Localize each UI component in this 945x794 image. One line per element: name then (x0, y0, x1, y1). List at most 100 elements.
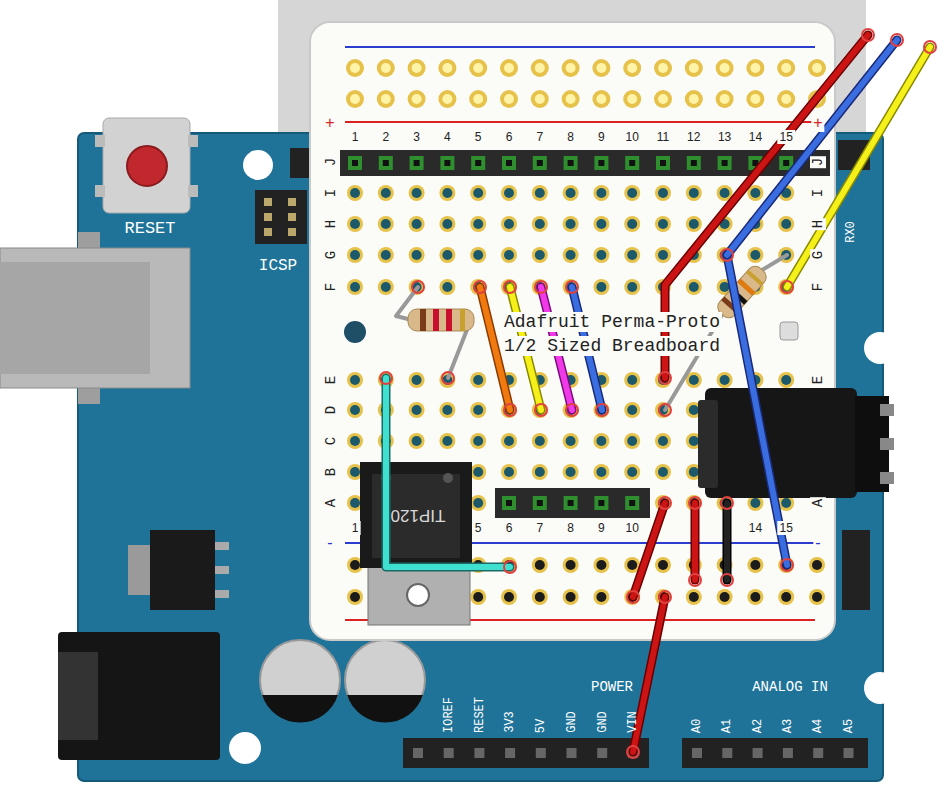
header-socket (625, 156, 639, 170)
rail-hole (812, 560, 822, 570)
hole (566, 250, 576, 260)
rail-hole (750, 63, 760, 73)
wire-end (566, 404, 578, 416)
dc-jack (58, 632, 220, 760)
hole (781, 219, 791, 229)
hole (566, 188, 576, 198)
column-number: 9 (596, 521, 607, 535)
header-socket (502, 496, 516, 510)
hole (350, 219, 360, 229)
column-number: 12 (685, 130, 702, 144)
pin (264, 198, 272, 206)
column-number: 15 (778, 130, 795, 144)
pin-name: A4 (812, 719, 824, 733)
wire-end (474, 281, 486, 293)
mount-hole (243, 150, 273, 180)
hole (596, 436, 606, 446)
rail-hole (747, 557, 763, 573)
hole (409, 372, 425, 388)
hole (532, 464, 548, 480)
row-letter: C (323, 435, 339, 447)
hole (473, 405, 483, 415)
hole (596, 250, 606, 260)
rail-hole (623, 90, 641, 108)
rail-hole (473, 94, 483, 104)
hole (593, 433, 609, 449)
header-socket (502, 156, 516, 170)
rail-hole (781, 94, 791, 104)
part-label: TIP120 (391, 507, 446, 524)
column-number: 7 (534, 521, 545, 535)
header-socket (506, 500, 512, 506)
hole (563, 185, 579, 201)
hole (409, 216, 425, 232)
hole (596, 188, 606, 198)
hole (501, 216, 517, 232)
pin (264, 213, 272, 221)
header-socket (533, 156, 547, 170)
regulator-leg (215, 566, 229, 574)
hole (720, 188, 730, 198)
rail-hole (535, 63, 545, 73)
hole (627, 250, 637, 260)
capacitor (347, 695, 423, 723)
rail-hole (531, 59, 549, 77)
rail-hole (720, 592, 730, 602)
wire-end (862, 29, 874, 41)
rail-hole (689, 63, 699, 73)
rail-hole (655, 557, 671, 573)
hole (473, 436, 483, 446)
hole (409, 185, 425, 201)
rail-hole (535, 560, 545, 570)
rail-hole (658, 94, 668, 104)
header-socket (783, 160, 789, 166)
wire-end (504, 561, 516, 573)
wire-end (596, 404, 608, 416)
hole (658, 219, 668, 229)
hole (624, 247, 640, 263)
pin-name: A0 (691, 719, 703, 733)
hole (412, 405, 422, 415)
wire-end (442, 372, 454, 384)
rail-hole (408, 90, 426, 108)
hole (624, 185, 640, 201)
hole (381, 219, 391, 229)
header-title: ANALOG IN (752, 680, 828, 694)
row-letter: A (810, 497, 826, 509)
wire-end (535, 404, 547, 416)
header-socket (475, 160, 481, 166)
hole (350, 375, 360, 385)
hole (627, 436, 637, 446)
rail-hole (535, 592, 545, 602)
rail-hole (781, 63, 791, 73)
hole (532, 185, 548, 201)
hole (655, 433, 671, 449)
rail-sign: - (813, 534, 822, 552)
hole (470, 402, 486, 418)
rail-hole (685, 59, 703, 77)
header-socket (440, 156, 454, 170)
rail-hole (346, 90, 364, 108)
rail-hole (654, 90, 672, 108)
hole (750, 498, 760, 508)
hole (347, 279, 363, 295)
hole (658, 188, 668, 198)
rail-hole (531, 90, 549, 108)
resistor-symbol (665, 255, 787, 410)
rail-hole (562, 59, 580, 77)
hole (442, 436, 452, 446)
hole (593, 247, 609, 263)
usb-connector (0, 248, 190, 388)
hole (378, 247, 394, 263)
header-socket (444, 160, 450, 166)
row-letter: J (810, 156, 826, 168)
pin (753, 748, 763, 758)
hole (350, 282, 360, 292)
pin (413, 748, 423, 758)
transistor-body (443, 473, 453, 483)
rail-hole (658, 560, 668, 570)
pin (505, 748, 515, 758)
rail-hole (442, 63, 452, 73)
header-title: POWER (591, 680, 633, 694)
pin (536, 748, 546, 758)
